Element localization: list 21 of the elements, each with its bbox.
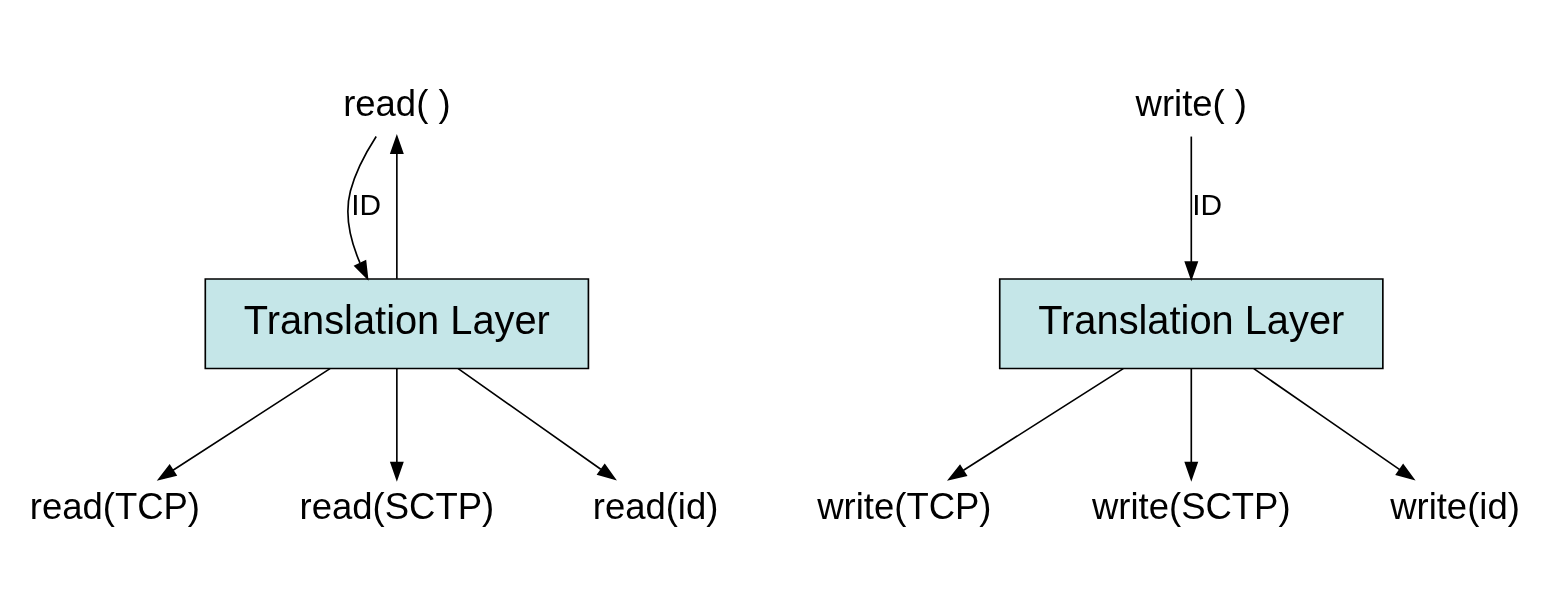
- arrow: [389, 367, 404, 482]
- node-text: read( ): [343, 82, 451, 124]
- edge-label: ID: [351, 187, 382, 221]
- arrow: [347, 135, 377, 281]
- node-box: Translation Layer: [998, 278, 1384, 370]
- node-text: read(TCP): [29, 485, 201, 527]
- edge-label: ID: [1192, 187, 1222, 221]
- arrow: [1184, 367, 1199, 482]
- node-text: read(SCTP): [299, 485, 495, 527]
- node-box: Translation Layer: [204, 278, 590, 370]
- node-text: write(id): [1390, 485, 1520, 527]
- arrow: [947, 367, 1125, 481]
- node-text: write( ): [1135, 82, 1247, 124]
- arrow: [389, 134, 404, 280]
- arrow: [457, 367, 617, 481]
- arrow: [1252, 367, 1416, 481]
- node-text: write(TCP): [817, 485, 992, 527]
- arrow: [1184, 135, 1199, 282]
- node-text: write(SCTP): [1092, 485, 1291, 527]
- arrow: [156, 367, 331, 481]
- node-text: read(id): [592, 485, 719, 527]
